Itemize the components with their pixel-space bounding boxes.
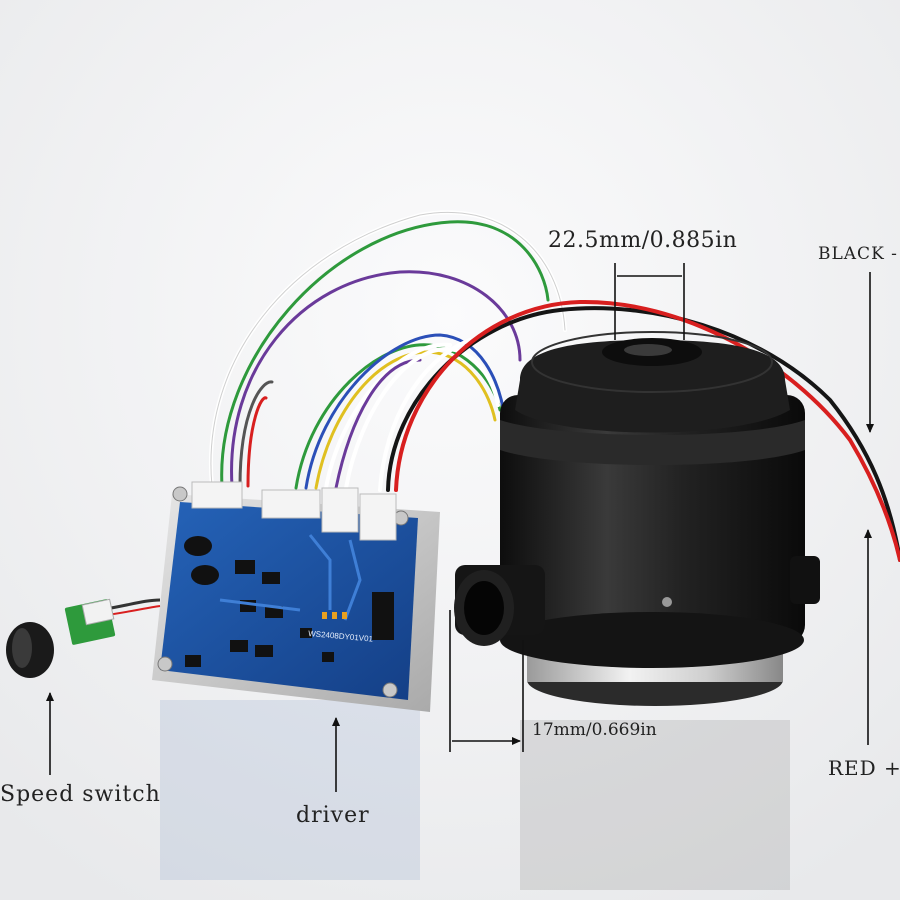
driver-board: WS2408DY01V01 bbox=[152, 481, 440, 712]
wire-harness bbox=[208, 210, 900, 562]
red-wire-label: RED + bbox=[828, 756, 900, 780]
driver-label: driver bbox=[296, 803, 370, 828]
table-reflection bbox=[160, 700, 790, 890]
speed-switch-label: Speed switch bbox=[0, 782, 161, 807]
dimension-top bbox=[614, 263, 685, 340]
blower-motor bbox=[454, 331, 820, 706]
black-wire-label: BLACK - bbox=[818, 244, 898, 264]
dimension-top-label: 22.5mm/0.885in bbox=[548, 228, 738, 253]
dimension-bottom bbox=[449, 610, 524, 752]
speed-switch bbox=[6, 598, 161, 678]
dimension-bottom-label: 17mm/0.669in bbox=[532, 720, 657, 740]
